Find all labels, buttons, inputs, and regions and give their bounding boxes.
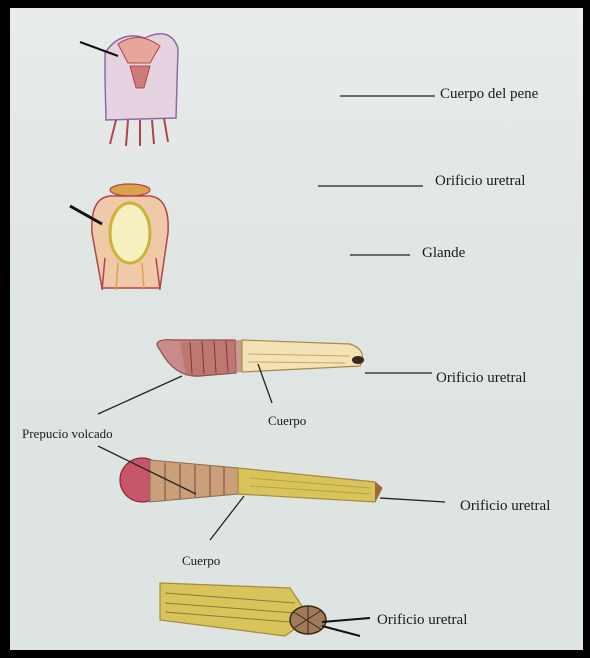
label-orificio-uretral-3: Orificio uretral <box>460 498 550 515</box>
label-orificio-uretral-1: Orificio uretral <box>435 173 525 190</box>
label-cuerpo-del-pene: Cuerpo del pene <box>440 86 538 103</box>
figure-2-illustration <box>70 184 168 290</box>
figure-4-illustration <box>120 458 382 502</box>
illustration-canvas <box>10 8 583 650</box>
label-glande: Glande <box>422 245 465 262</box>
figure-1-illustration <box>80 34 178 146</box>
leader-line-8 <box>380 498 445 502</box>
label-orificio-uretral-2: Orificio uretral <box>436 370 526 387</box>
leader-line-9 <box>210 496 244 540</box>
label-prepucio-volcado: Prepucio volcado <box>22 426 113 442</box>
leader-line-6 <box>98 376 182 414</box>
label-orificio-uretral-4: Orificio uretral <box>377 612 467 629</box>
label-cuerpo-1: Cuerpo <box>268 413 306 429</box>
diagram-page: Cuerpo del pene Orificio uretral Glande … <box>10 8 583 650</box>
label-cuerpo-2: Cuerpo <box>182 553 220 569</box>
figure-5-illustration <box>160 583 370 636</box>
